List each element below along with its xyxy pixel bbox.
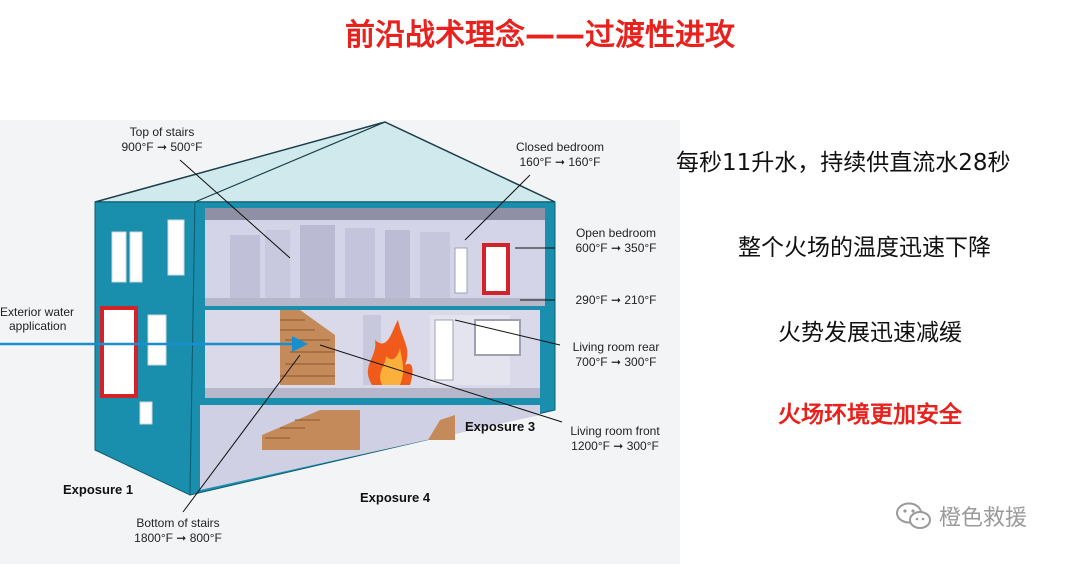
upper-partition bbox=[420, 232, 450, 298]
living-room-rear-label: Living room rear bbox=[573, 340, 660, 354]
living-room-front-label: Living room front bbox=[570, 424, 660, 438]
bullet-fire-slowed: 火势发展迅速减缓 bbox=[778, 313, 962, 347]
bottom-of-stairs-label: Bottom of stairs bbox=[136, 516, 219, 530]
exposure-4-label: Exposure 4 bbox=[360, 490, 431, 505]
closed-bedroom-door bbox=[455, 248, 467, 293]
closed-bedroom-label: Closed bedroom bbox=[516, 140, 604, 154]
bullet-safer-environment: 火场环境更加安全 bbox=[778, 395, 962, 429]
top-of-stairs-temps: 900°F ➞ 500°F bbox=[121, 140, 202, 154]
page-title: 前沿战术理念——过渡性进攻 bbox=[0, 10, 1080, 54]
wechat-icon bbox=[895, 501, 933, 531]
exposure-3-label: Exposure 3 bbox=[465, 419, 535, 434]
exterior-water-label-line2: application bbox=[9, 319, 66, 333]
bullet-water-flow: 每秒11升水，持续供直流水28秒 bbox=[676, 143, 1011, 177]
living-room-window bbox=[475, 320, 520, 355]
floor-slab-upper bbox=[205, 298, 545, 306]
ceiling bbox=[205, 208, 545, 220]
open-bedroom-window bbox=[484, 245, 508, 293]
upper-partition bbox=[300, 225, 335, 298]
living-room-rear-temps: 700°F ➞ 300°F bbox=[575, 355, 656, 369]
side-window bbox=[112, 232, 126, 282]
living-room-door bbox=[435, 320, 453, 380]
side-window bbox=[148, 315, 166, 365]
upper-partition bbox=[345, 228, 375, 298]
bullet-temperature-drop: 整个火场的温度迅速下降 bbox=[738, 228, 991, 262]
exposure-1-target-window bbox=[102, 308, 136, 396]
hallway-temps: 290°F ➞ 210°F bbox=[575, 293, 656, 307]
watermark-text: 橙色救援 bbox=[939, 500, 1027, 532]
exposure-1-label: Exposure 1 bbox=[63, 482, 133, 497]
bottom-of-stairs-temps: 1800°F ➞ 800°F bbox=[134, 531, 222, 545]
open-bedroom-temps: 600°F ➞ 350°F bbox=[575, 241, 656, 255]
upper-partition bbox=[385, 230, 410, 298]
side-window bbox=[140, 402, 152, 424]
exterior-water-label: Exterior water bbox=[0, 305, 74, 319]
side-window bbox=[130, 232, 142, 282]
top-of-stairs-label: Top of stairs bbox=[130, 125, 195, 139]
side-window bbox=[168, 220, 184, 275]
upper-partition bbox=[230, 235, 260, 298]
closed-bedroom-temps: 160°F ➞ 160°F bbox=[519, 155, 600, 169]
open-bedroom-label: Open bedroom bbox=[576, 226, 656, 240]
living-room-front-temps: 1200°F ➞ 300°F bbox=[571, 439, 659, 453]
upper-partition bbox=[265, 230, 290, 298]
floor-slab-middle bbox=[205, 388, 540, 398]
watermark: 橙色救援 bbox=[895, 500, 1027, 532]
